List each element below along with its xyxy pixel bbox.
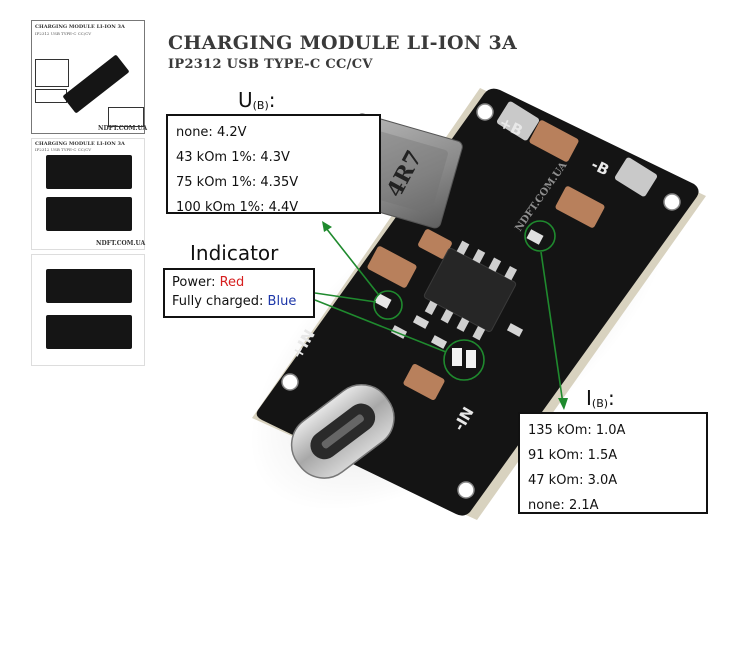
capacitor (403, 364, 445, 400)
current-subscript: (B) (591, 397, 609, 410)
current-row: 91 kOm: 1.5A (528, 448, 618, 463)
usb-c-connector (290, 384, 395, 479)
voltage-row: 43 kOm 1%: 4.3V (176, 150, 290, 165)
thumbnail-2[interactable]: CHARGING MODULE LI-ION 3A IP2312 USB TYP… (31, 138, 145, 250)
current-table: 135 kOm: 1.0A 91 kOm: 1.5A 47 kOm: 3.0A … (518, 412, 708, 514)
indicator-charged-row: Fully charged: Blue (172, 292, 306, 311)
thumb-board-bottom (46, 197, 132, 231)
thumb-board-top (46, 155, 132, 189)
thumb-board-bottom (46, 315, 132, 349)
voltage-header: U(B): (238, 88, 276, 112)
voltage-colon: : (268, 88, 276, 112)
indicator-header: Indicator (190, 241, 279, 265)
mounting-hole (281, 373, 299, 391)
charged-label: Fully charged: (172, 294, 268, 309)
current-colon: : (608, 386, 615, 410)
ic-chip (423, 240, 518, 341)
thumb-voltage-box (35, 59, 69, 87)
current-row: none: 2.1A (528, 498, 599, 513)
indicator-power-row: Power: Red (172, 273, 306, 292)
current-symbol: I (586, 386, 592, 410)
current-row: 47 kOm: 3.0A (528, 473, 618, 488)
thumb-subtitle: IP2312 USB TYPE-C CC/CV (35, 147, 92, 152)
indicator-table: Power: Red Fully charged: Blue (163, 268, 315, 318)
thumb-site: NDFT.COM.UA (96, 240, 146, 247)
thumb-board-top (46, 269, 132, 303)
voltage-subscript: (B) (252, 99, 269, 112)
mounting-hole (476, 103, 494, 121)
capacitor (418, 229, 452, 259)
capacitor (529, 120, 579, 162)
mounting-hole (663, 193, 681, 211)
power-color: Red (219, 275, 245, 290)
voltage-row: 100 kOm 1%: 4.4V (176, 200, 299, 215)
thumb-current-box (108, 107, 144, 127)
voltage-row: none: 4.2V (176, 125, 247, 140)
led-charged-2 (466, 350, 476, 368)
page-subtitle: IP2312 USB TYPE-C CC/CV (168, 57, 373, 72)
thumb-title: CHARGING MODULE LI-ION 3A (35, 24, 125, 30)
voltage-table: none: 4.2V 43 kOm 1%: 4.3V 75 kOm 1%: 4.… (166, 114, 381, 215)
current-row: 135 kOm: 1.0A (528, 423, 626, 438)
power-label: Power: (172, 275, 220, 290)
voltage-row: 75 kOm 1%: 4.35V (176, 175, 299, 190)
current-header: I(B): (586, 386, 615, 410)
mounting-hole (457, 481, 475, 499)
label-minus-b: -B (588, 155, 612, 179)
thumb-subtitle: IP2312 USB TYPE-C CC/CV (35, 31, 92, 36)
thumbnail-3[interactable] (31, 254, 145, 366)
voltage-symbol: U (238, 88, 253, 112)
capacitor (367, 246, 417, 288)
thumb-site: NDFT.COM.UA (98, 125, 148, 132)
capacitor (555, 186, 605, 228)
page-title: CHARGING MODULE LI-ION 3A (168, 32, 518, 54)
thumb-title: CHARGING MODULE LI-ION 3A (35, 141, 125, 147)
charged-color: Blue (267, 294, 297, 309)
led-charged (452, 348, 462, 366)
thumbnail-1[interactable]: CHARGING MODULE LI-ION 3A IP2312 USB TYP… (31, 20, 148, 134)
